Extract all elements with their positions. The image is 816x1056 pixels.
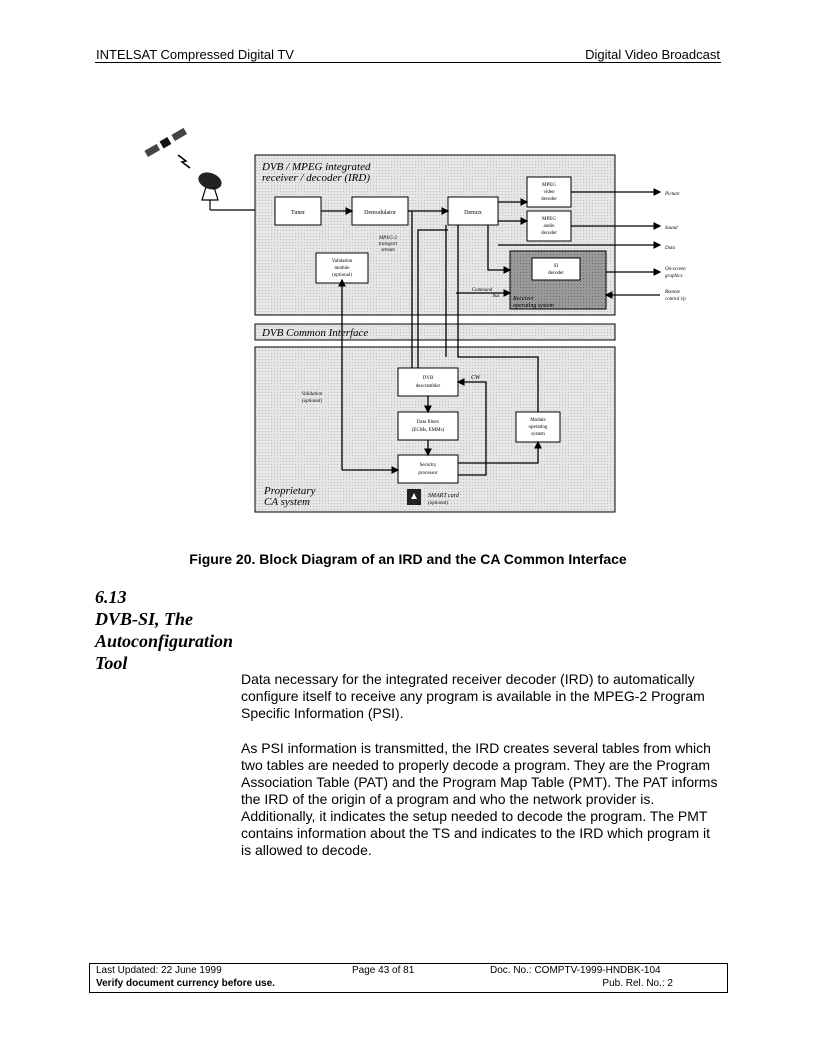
ros-label-2: operating system: [513, 303, 554, 309]
ca-label-2: CA system: [264, 496, 310, 508]
paragraph-psi-intro: Data necessary for the integrated receiv…: [241, 671, 705, 721]
module-os-label-1: Module: [530, 418, 546, 423]
footer-doc-number: Doc. No.: COMPTV-1999-HNDBK-104: [490, 965, 661, 976]
section-number: 6.13: [95, 587, 127, 607]
demux-label: Demux: [464, 210, 482, 216]
tuner-box: [274, 196, 322, 226]
output-remote-1: Remote: [664, 290, 681, 295]
descrambler-box: [397, 367, 459, 397]
audio-decoder-box: [526, 210, 572, 242]
smart-card-icon: [407, 489, 421, 505]
diagram-connectors: [321, 188, 662, 476]
val-opt-label-2: (optional): [302, 399, 322, 404]
footer-box: Last Updated: 22 June 1999 Page 43 of 81…: [89, 963, 728, 993]
section-title-line2: Autoconfiguration: [95, 631, 234, 651]
descrambler-label-1: DVB: [423, 376, 434, 381]
video-label-2: video: [543, 190, 555, 195]
filters-label-2: (ECMs, EMMs): [412, 428, 445, 433]
tuner-label: Tuner: [291, 210, 305, 216]
security-label-1: Security: [420, 463, 437, 468]
validation-label-3: (optional): [332, 273, 352, 278]
cw-label: CW: [471, 375, 481, 381]
audio-label-1: MPEG: [542, 217, 556, 222]
satellite-icon: [144, 127, 191, 169]
video-label-1: MPEG: [542, 183, 556, 188]
common-interface-label: DVB Common Interface: [261, 327, 368, 339]
security-label-2: processor: [418, 471, 437, 476]
smart-card-label-1: SMART card: [428, 493, 460, 499]
demux-box: [447, 196, 499, 226]
si-label-1: SI: [554, 264, 559, 269]
module-os-label-3: system: [531, 432, 545, 437]
section-title-line1: DVB-SI, The: [95, 609, 194, 629]
smart-card-label-2: (optional): [428, 501, 448, 506]
footer-verify-note: Verify document currency before use.: [96, 978, 275, 989]
video-decoder-box: [526, 176, 572, 208]
paragraph-pat-pmt: As PSI information is transmitted, the I…: [241, 740, 718, 858]
audio-label-3: decoder: [541, 231, 557, 236]
command-label-1: Command: [472, 288, 493, 293]
si-label-2: decoder: [548, 271, 564, 276]
validation-label-2: module: [335, 266, 351, 271]
ros-label-1: Receiver: [512, 296, 535, 302]
ca-label-1: Proprietary: [263, 485, 316, 497]
output-data: Data: [664, 246, 676, 251]
output-osg-1: On-screen: [665, 267, 686, 272]
header-title-left: INTELSAT Compressed Digital TV: [96, 47, 294, 62]
ts-label-3: stream: [381, 248, 395, 253]
demodulator-label: Demodulator: [364, 210, 396, 216]
si-decoder-box: [531, 257, 581, 281]
footer-page-number: Page 43 of 81: [352, 965, 415, 976]
ird-title-line2: receiver / decoder (IRD): [262, 172, 370, 184]
footer-last-updated: Last Updated: 22 June 1999: [96, 965, 222, 976]
data-filters-box: [397, 411, 459, 441]
security-processor-box: [397, 454, 459, 484]
output-picture: Picture: [664, 192, 680, 197]
footer-pub-rel: Pub. Rel. No.: 2: [602, 978, 673, 989]
filters-label-1: Data filters: [417, 420, 439, 425]
output-sound: Sound: [665, 226, 678, 231]
common-interface-band: [254, 323, 616, 341]
command-label-2: bus: [493, 294, 500, 299]
output-remote-2: control i/p: [665, 297, 686, 302]
section-heading: 6.13 DVB-SI, The Autoconfiguration Tool: [95, 586, 295, 674]
ird-title-line1: DVB / MPEG integrated: [261, 161, 371, 173]
ts-label-2: transport: [379, 242, 398, 247]
section-title-line3: Tool: [95, 653, 128, 673]
header-title-right: Digital Video Broadcast: [585, 47, 720, 62]
validation-label-1: Validation: [332, 259, 353, 264]
video-label-3: decoder: [541, 197, 557, 202]
header-rule: [95, 62, 721, 63]
ird-block-diagram: DVB / MPEG integrated receiver / decoder…: [144, 127, 686, 513]
val-opt-label-1: Validation: [302, 392, 323, 397]
ts-label-1: MPEG-2: [378, 236, 398, 241]
output-osg-2: graphics: [665, 274, 683, 279]
audio-label-2: audio: [543, 224, 555, 229]
module-os-label-2: operating: [529, 425, 548, 430]
figure-caption: Figure 20. Block Diagram of an IRD and t…: [189, 551, 627, 567]
descrambler-label-2: descrambler: [416, 384, 441, 389]
